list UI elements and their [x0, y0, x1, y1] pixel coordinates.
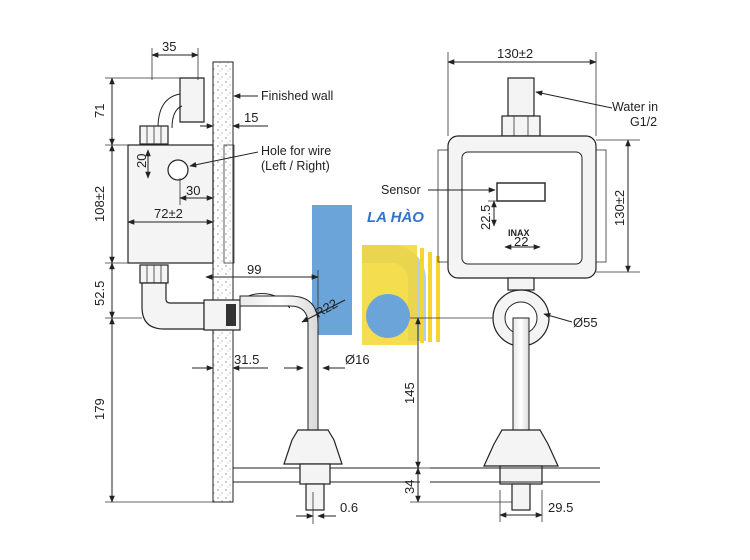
dim-body-width: 72±2: [154, 206, 183, 221]
logo-circle: [366, 294, 410, 338]
flush-pipe-side: [239, 295, 319, 445]
dim-top-width: 35: [162, 39, 176, 54]
flush-pipe-front: [512, 317, 530, 445]
spud-front: [483, 429, 559, 467]
dim-front-bottom: 34: [402, 480, 417, 494]
dim-wall-offset: 31.5: [234, 352, 259, 367]
dim-front-drop: 145: [402, 382, 417, 404]
dim-tip: 0.6: [340, 500, 358, 515]
label-hole-line1: Hole for wire: [261, 144, 331, 158]
dim-front-width: 130±2: [497, 46, 533, 61]
dim-hole-offset: 20: [134, 154, 149, 168]
label-sensor: Sensor: [381, 183, 421, 197]
inlet-stub: [179, 77, 205, 123]
nut-front: [501, 115, 541, 137]
finished-wall: [212, 61, 234, 503]
front-plate: [461, 151, 583, 265]
dim-window-w: 22: [514, 234, 528, 249]
brand-label: INAX: [508, 228, 530, 238]
spud-tail: [305, 483, 325, 511]
dim-depth-30: 30: [186, 183, 200, 198]
spud-tail-front: [511, 483, 531, 511]
label-water-in-line2: G1/2: [630, 115, 657, 129]
side-view: 35 71 108±2 52.5 179 15 20 30 72±2 Finis…: [92, 39, 420, 524]
spud-side: [283, 429, 343, 465]
spud-collar-front: [499, 465, 543, 485]
connector-front: [507, 277, 535, 291]
dim-body-height: 108±2: [92, 186, 107, 222]
dim-drop: 179: [92, 398, 107, 420]
sensor-window: [496, 182, 546, 202]
dim-elbow-height: 52.5: [92, 281, 107, 306]
dim-pipe-dia: Ø16: [345, 352, 370, 367]
dim-reach: 99: [247, 262, 261, 277]
elbow-pipe: [141, 282, 205, 330]
label-hole-line2: (Left / Right): [261, 159, 330, 173]
wire-hole: [167, 159, 189, 181]
inlet-front: [507, 77, 535, 117]
spud-collar: [299, 463, 331, 485]
front-view: INAX Sensor 22.5 22 130±2 Water in G1: [381, 46, 658, 522]
dim-wall-gap: 15: [244, 110, 258, 125]
label-finished-wall: Finished wall: [261, 89, 333, 103]
dim-flange: Ø55: [573, 315, 598, 330]
dim-window-h: 22.5: [478, 205, 493, 230]
watermark-text: LA HÀO: [367, 209, 424, 226]
dim-front-pipe-w: 29.5: [548, 500, 573, 515]
dim-front-height: 130±2: [612, 190, 627, 226]
dim-top-height: 71: [92, 104, 107, 118]
label-water-in-line1: Water in: [612, 100, 658, 114]
watermark-logo: LA HÀO: [312, 205, 440, 345]
